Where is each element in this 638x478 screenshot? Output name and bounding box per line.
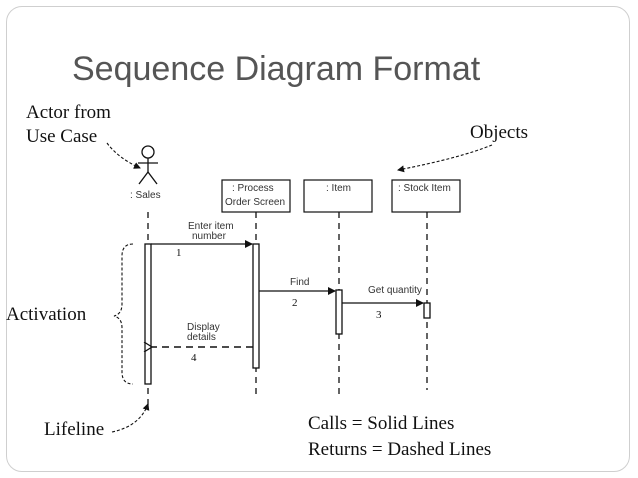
lifeline-annotation: Lifeline	[44, 419, 105, 440]
object-box-stock-item	[391, 179, 461, 213]
object-box-process-order-screen	[221, 179, 291, 213]
activation-bar-item	[335, 289, 343, 335]
message-label-4-line2: details	[187, 332, 216, 343]
actor-annotation-line1: Actor from	[26, 102, 111, 123]
message-number-1: 1	[176, 247, 182, 259]
activation-bar-process-order-screen	[252, 243, 260, 369]
object-box-item	[303, 179, 373, 213]
object-label-stock-item: : Stock Item	[398, 183, 451, 194]
object-label-item: : Item	[326, 183, 351, 194]
activation-bar-sales	[144, 243, 152, 385]
message-number-3: 3	[376, 309, 382, 321]
actor-pointer-arrow	[106, 142, 141, 169]
actor-stick-figure-icon	[138, 145, 158, 185]
message-label-4-line1: Display	[187, 322, 220, 333]
actor-label: : Sales	[130, 190, 161, 201]
message-label-2: Find	[290, 277, 309, 288]
objects-annotation: Objects	[470, 122, 529, 143]
returns-note: Returns = Dashed Lines	[308, 439, 492, 460]
activation-bar-stock-item	[423, 302, 431, 319]
activation-annotation: Activation	[6, 304, 87, 325]
lifeline-pointer-arrow	[111, 403, 150, 433]
message-label-1-line2: number	[192, 231, 227, 242]
object-label-process-line1: : Process	[232, 183, 274, 194]
slide-title: Sequence Diagram Format	[72, 50, 481, 88]
object-label-process-line2: Order Screen	[225, 197, 285, 208]
message-label-3: Get quantity	[368, 285, 422, 296]
message-label-1-line1: Enter item	[188, 221, 234, 232]
calls-note: Calls = Solid Lines	[308, 413, 455, 434]
actor-annotation-line2: Use Case	[26, 126, 98, 147]
message-number-4: 4	[191, 352, 197, 364]
slide-frame	[6, 6, 630, 472]
message-number-2: 2	[292, 297, 298, 309]
activation-brace	[113, 243, 134, 385]
objects-pointer-arrow	[397, 144, 493, 173]
